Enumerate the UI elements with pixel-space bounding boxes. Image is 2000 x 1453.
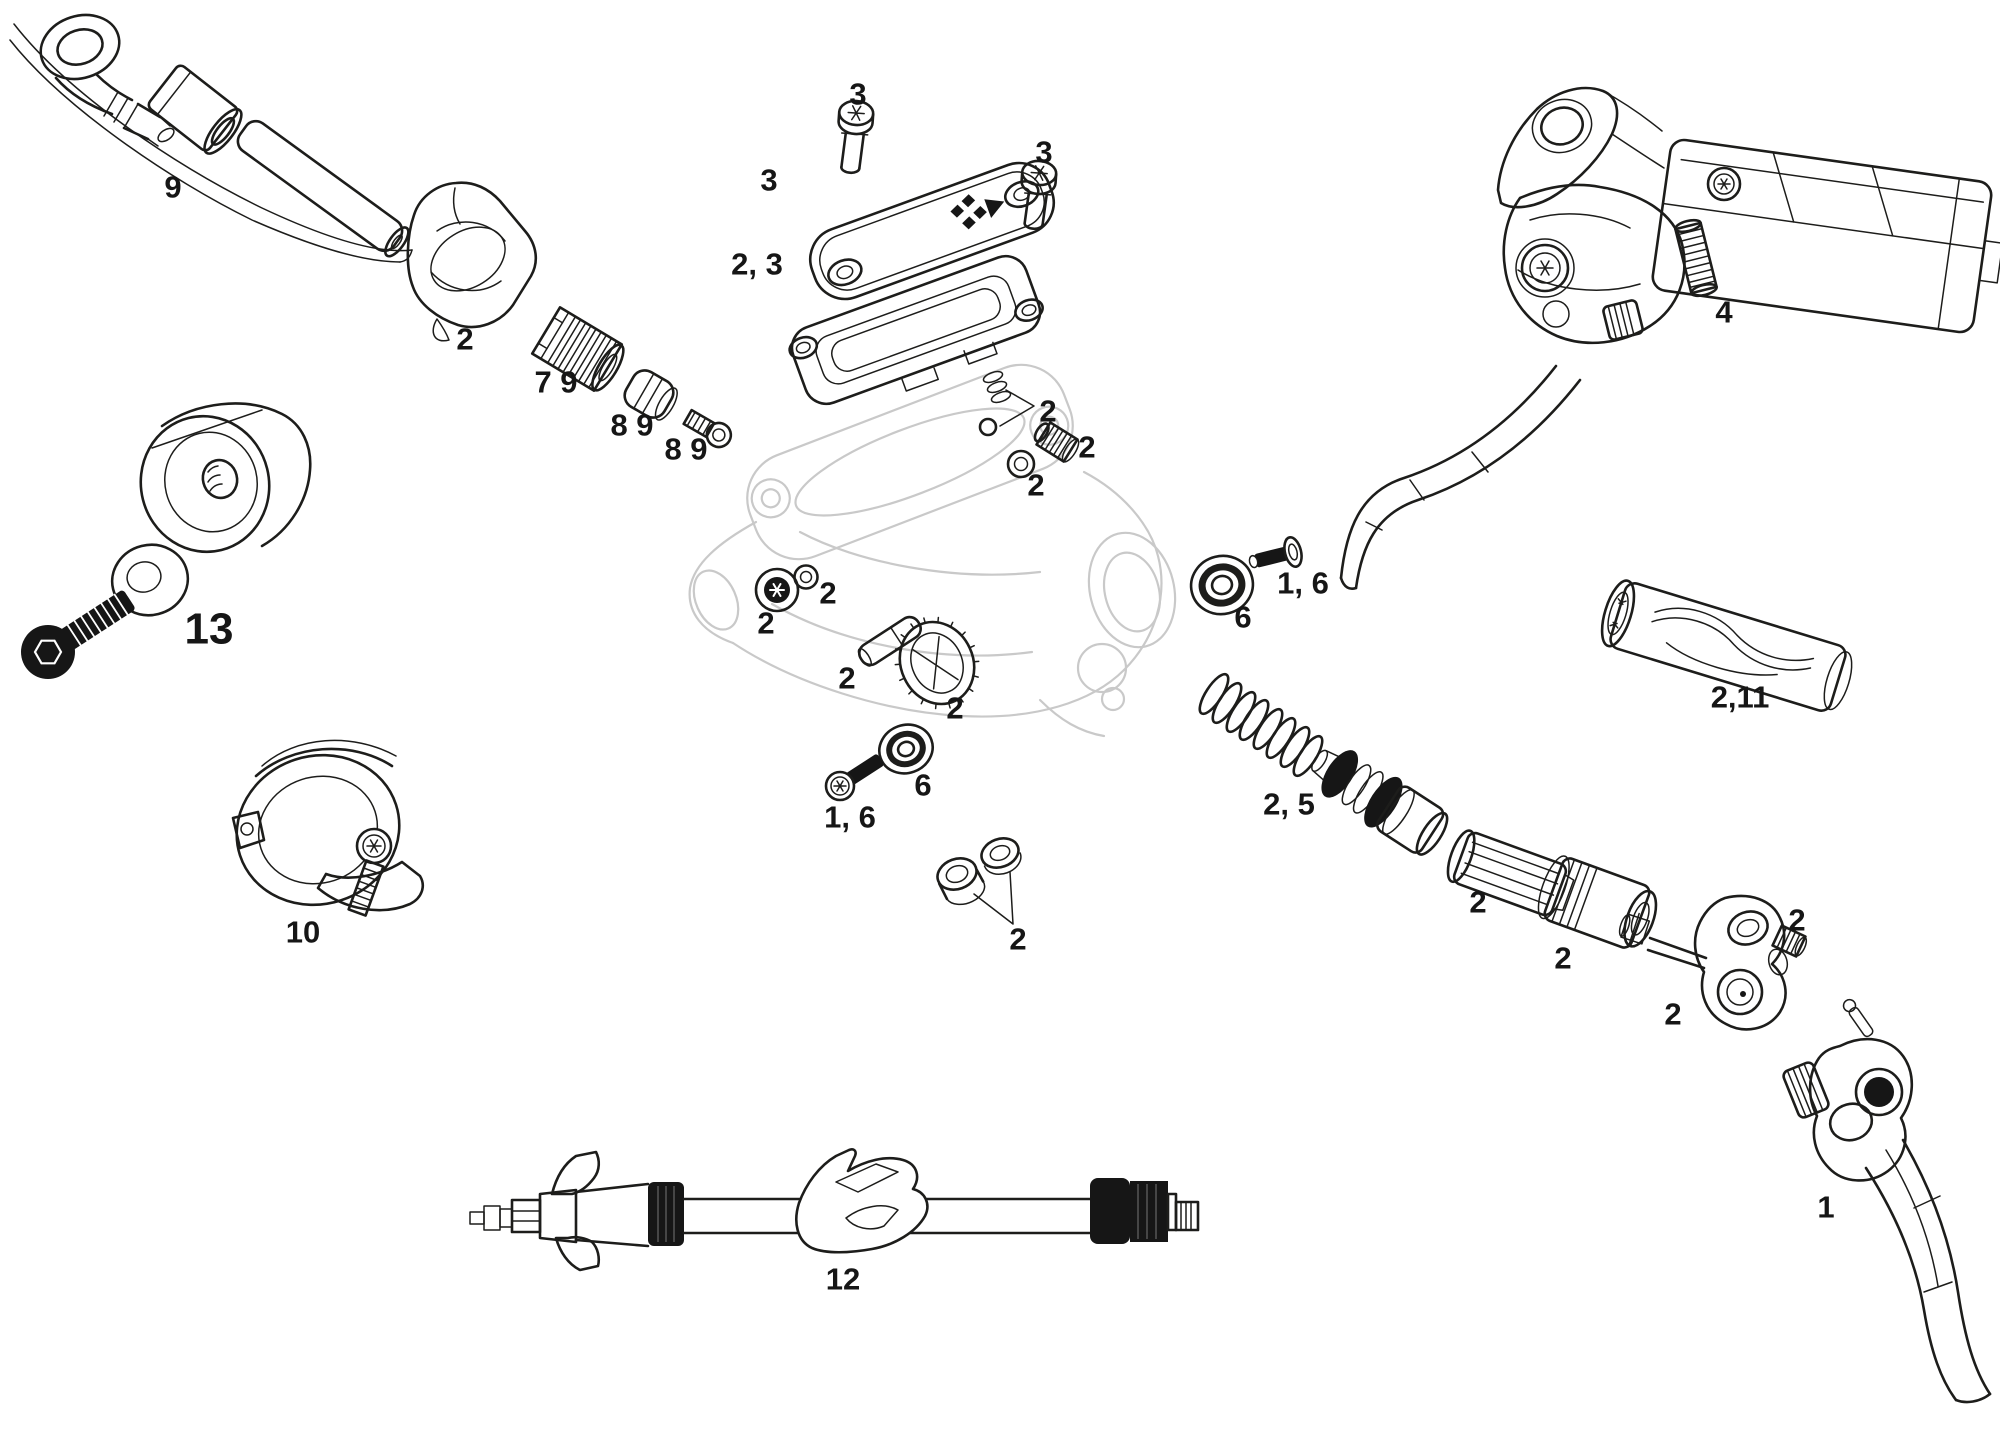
callout-pivot-pin: 2 [838, 661, 855, 696]
callout-bleed-hose: 12 [826, 1262, 860, 1297]
part-barb-tool [21, 402, 312, 679]
callout-set-screw: 2 [1788, 903, 1805, 938]
hose-tube [236, 119, 410, 258]
callout-detent-spring: 2 [1039, 394, 1056, 429]
ghost-lever-body [688, 363, 1177, 738]
callout-pushrod-knuckle: 2 [1664, 997, 1681, 1032]
callout-plug-oring: 2 [1027, 468, 1044, 503]
callout-bar-clamp: 10 [286, 915, 320, 950]
callout-bearing-left: 6 [914, 768, 931, 803]
part-bladder [788, 254, 1044, 406]
part-pushrod-knuckle [1618, 894, 1789, 1031]
callout-olive: 8 9 [610, 408, 653, 443]
part-set-screw [1771, 924, 1808, 958]
callout-bushings: 2 [1009, 922, 1026, 957]
callout-compression-nut: 7 9 [534, 365, 577, 400]
part-reservoir-lid [809, 161, 1055, 301]
part-bleed-oring [793, 564, 819, 590]
callout-clamp-cover: 2 [456, 322, 473, 357]
callout-labels: 9 2 7 9 8 9 8 9 3 3 3 2, 3 2 2 2 2 2 2 2… [164, 77, 1834, 1297]
part-ratchet-wheel [894, 616, 980, 710]
part-plug-oring [1006, 449, 1036, 479]
callout-pivot-pin-right: 1, 6 [1277, 566, 1329, 601]
part-compression-nut [530, 306, 625, 392]
part-lever-assembly [1339, 86, 2000, 590]
clamp-ear [1496, 86, 1619, 209]
part-hose-kit [9, 13, 413, 263]
callout-lid-bolt-b: 3 [1035, 135, 1052, 170]
hose-sleeve [147, 64, 243, 155]
tool-bolt [21, 590, 135, 679]
guide-logo-icon [950, 194, 1005, 230]
callout-hose-kit: 9 [164, 170, 181, 205]
callout-barb-tool: 13 [185, 605, 234, 654]
callout-bladder: 2, 3 [731, 247, 783, 282]
part-bleed-hose [469, 1148, 1200, 1272]
contact-knob [1602, 299, 1644, 341]
callout-cam-tube: 2,11 [1711, 680, 1770, 715]
part-pivot-pin [857, 615, 922, 667]
callout-bleed-screw: 2 [757, 606, 774, 641]
callout-hose-barb: 8 9 [664, 432, 707, 467]
part-piston-spring [1198, 672, 1449, 856]
barrel-adjuster [1674, 218, 1718, 298]
part-lid-bolt-a [837, 99, 875, 175]
callout-grooved-cup: 2 [1554, 941, 1571, 976]
part-cam-tube [1600, 579, 1853, 712]
callout-bleed-oring: 2 [819, 576, 836, 611]
callout-threaded-plug: 2 [1078, 430, 1095, 465]
part-hose-barb [682, 408, 733, 449]
part-bearing-left [878, 723, 934, 775]
part-bearing-right [1189, 554, 1255, 616]
callout-ratchet-wheel: 2 [946, 691, 963, 726]
part-bleed-screw [754, 567, 800, 613]
part-detent-spring [978, 370, 1035, 437]
callout-piston-sleeve: 2 [1469, 885, 1486, 920]
part-bushings [936, 837, 1022, 925]
part-olive [623, 369, 678, 421]
part-piston-sleeve [1446, 829, 1575, 917]
part-lever-blade [1782, 998, 1992, 1404]
part-pivot-pin-right [1248, 536, 1303, 569]
part-bar-clamp [231, 739, 424, 917]
part-clamp-cover [406, 181, 538, 342]
hose-clip [795, 1148, 929, 1254]
callout-lever-assembly: 4 [1715, 295, 1733, 330]
part-pivot-bolt-left [824, 754, 884, 802]
callout-pivot-bolt-left: 1, 6 [824, 800, 876, 835]
reach-adjust-knob [1782, 1061, 1830, 1119]
part-threaded-plug [1033, 421, 1080, 463]
callout-lever-blade: 1 [1817, 1190, 1834, 1225]
callout-reservoir-lid: 3 [760, 163, 777, 198]
master-piston [1311, 749, 1449, 856]
detent-ball [978, 417, 998, 437]
callout-piston-spring: 2, 5 [1263, 787, 1315, 822]
callout-lid-bolt-a: 3 [849, 77, 866, 112]
callout-bearing-right: 6 [1234, 600, 1251, 635]
